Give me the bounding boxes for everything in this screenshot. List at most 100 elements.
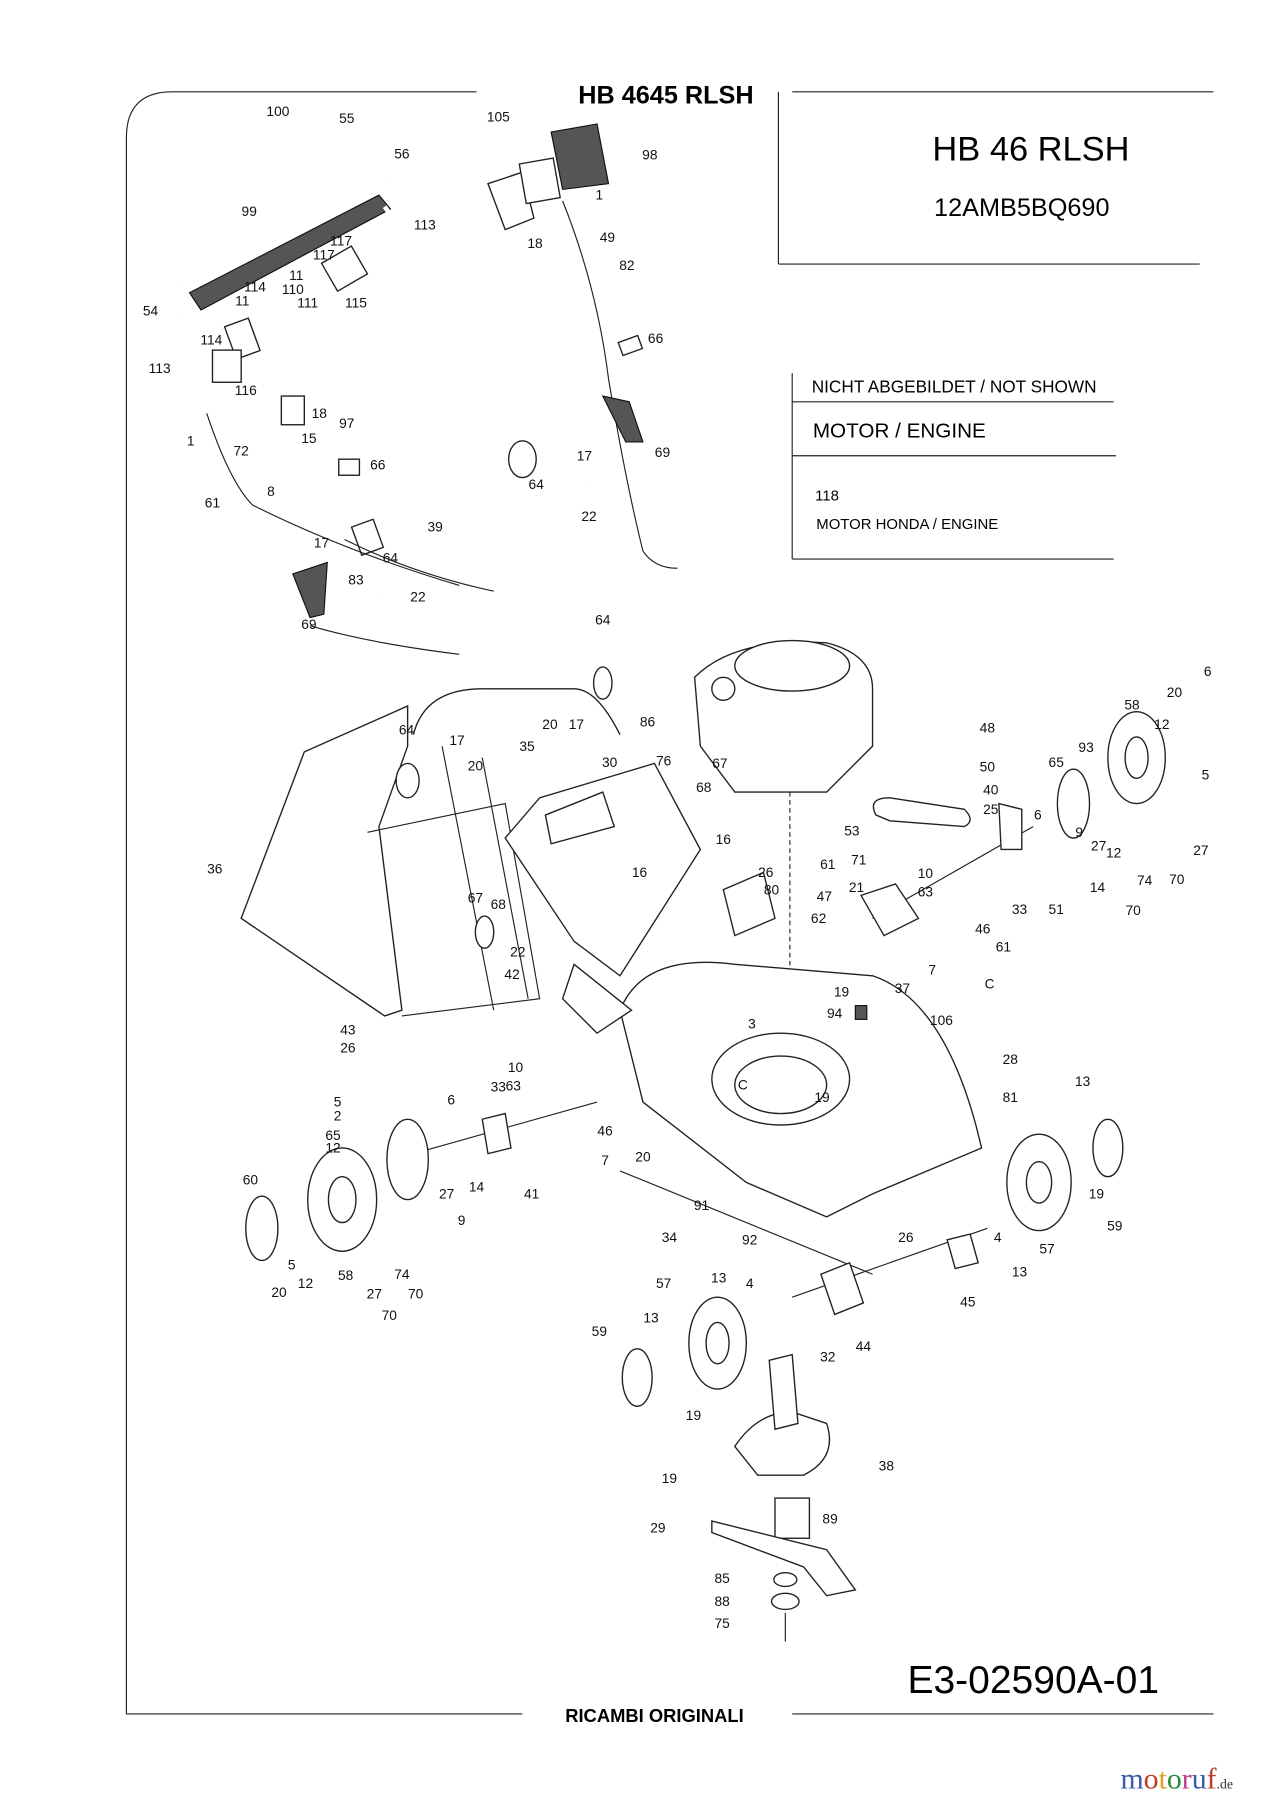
part-number-label: 45 — [960, 1294, 976, 1309]
part-number-label: 106 — [930, 1013, 953, 1028]
part-number-label: 8 — [267, 484, 275, 499]
part-number-label: 63 — [506, 1079, 522, 1094]
wheel-rear-left — [245, 1118, 429, 1262]
part-number-label: 99 — [242, 204, 257, 219]
control-lever — [487, 123, 678, 569]
part-number-label: 18 — [312, 406, 328, 421]
page-frame — [125, 91, 1214, 1715]
item-number: 118 — [815, 488, 839, 505]
part-number-label: 22 — [410, 590, 425, 605]
part-number-label: 26 — [340, 1041, 356, 1056]
part-number-label: 32 — [820, 1349, 835, 1364]
part-number-label: 91 — [694, 1198, 709, 1213]
part-number-label: 65 — [325, 1128, 341, 1143]
part-number-label: 64 — [529, 477, 545, 492]
part-number-label: 18 — [527, 236, 543, 251]
part-number-label: 5 — [1202, 767, 1210, 782]
part-number-label: 13 — [643, 1310, 659, 1325]
part-number-label: 11 — [289, 268, 303, 283]
part-number-label: 117 — [313, 247, 335, 262]
part-number-label: 33 — [491, 1080, 507, 1095]
part-number-label: 26 — [758, 865, 774, 880]
part-number-label: 43 — [340, 1022, 356, 1037]
part-number-label: 117 — [330, 234, 352, 249]
part-number-label: 40 — [983, 782, 999, 797]
model-name: HB 46 RLSH — [932, 131, 1129, 169]
part-number-label: 20 — [271, 1285, 287, 1300]
part-number-label: 5 — [334, 1095, 342, 1110]
mower-deck — [561, 871, 983, 1218]
drawing-number: E3-02590A-01 — [907, 1659, 1159, 1702]
part-number-label: 20 — [1167, 685, 1183, 700]
part-number-label: 22 — [510, 944, 525, 959]
part-number-label: 7 — [601, 1153, 609, 1168]
part-number-label: 56 — [394, 146, 410, 161]
not-shown-header: NICHT ABGEBILDET / NOT SHOWN — [812, 377, 1097, 397]
part-number-label: 105 — [487, 110, 510, 125]
part-number-label: 57 — [656, 1276, 671, 1291]
part-number-label: 4 — [994, 1230, 1002, 1245]
part-number-label: 75 — [715, 1616, 731, 1631]
part-number-label: 17 — [569, 717, 584, 732]
part-number-label: 80 — [764, 882, 780, 897]
part-number-label: 16 — [716, 832, 732, 847]
part-number-label: 82 — [619, 258, 634, 273]
part-number-label: 66 — [648, 331, 664, 346]
part-number-label: 61 — [996, 940, 1011, 955]
part-number-label: 1 — [596, 188, 604, 203]
part-number-label: 15 — [301, 431, 317, 446]
part-number-label: 33 — [1012, 902, 1028, 917]
part-number-label: 111 — [297, 296, 318, 311]
part-number-label: 67 — [712, 756, 727, 771]
watermark-logo: motoruf.de — [1120, 1763, 1233, 1796]
part-number-label: 49 — [600, 230, 615, 245]
part-number-label: 55 — [339, 111, 355, 126]
grass-catcher — [240, 666, 621, 1017]
part-number-label: 27 — [439, 1186, 454, 1201]
part-number-label: 9 — [1075, 825, 1083, 840]
part-number-label: 59 — [592, 1324, 607, 1339]
part-number-label: 13 — [711, 1270, 727, 1285]
part-number-label: 1 — [187, 433, 195, 448]
part-number-label: 97 — [339, 416, 354, 431]
part-number-label: 114 — [200, 332, 222, 347]
part-number-label: 100 — [266, 104, 289, 119]
part-number-label: 83 — [348, 572, 364, 587]
part-number-label: 65 — [1049, 755, 1065, 770]
model-box: HB 46 RLSH 12AMB5BQ690 — [777, 91, 1200, 265]
part-number-label: 94 — [827, 1006, 843, 1021]
part-number-label: 57 — [1039, 1242, 1054, 1257]
part-number-label: 37 — [895, 981, 910, 996]
part-number-label: 19 — [686, 1408, 701, 1423]
not-shown-table: NICHT ABGEBILDET / NOT SHOWN MOTOR / ENG… — [791, 373, 1116, 560]
part-number-label: 12 — [1106, 846, 1121, 861]
part-number-label: 6 — [447, 1092, 455, 1107]
blade-assembly — [711, 1353, 857, 1642]
part-number-label: 6 — [1204, 664, 1212, 679]
part-number-label: 88 — [715, 1594, 731, 1609]
part-number-label: 92 — [742, 1232, 757, 1247]
part-number-label: C — [738, 1077, 748, 1092]
part-number-label: 13 — [1075, 1074, 1091, 1089]
part-number-label: 2 — [334, 1108, 342, 1123]
part-number-label: 60 — [243, 1173, 259, 1188]
part-number-label: 14 — [469, 1180, 485, 1195]
part-number-label: 34 — [662, 1230, 678, 1245]
part-number-label: 17 — [577, 448, 592, 463]
part-number-label: 38 — [879, 1459, 895, 1474]
part-number-label: 26 — [898, 1230, 914, 1245]
part-number-label: 30 — [602, 755, 618, 770]
engine — [693, 639, 874, 988]
part-number-label: 69 — [301, 617, 316, 632]
bag-frame-cover — [504, 762, 702, 977]
part-number-label: 110 — [282, 282, 304, 297]
part-number-label: 50 — [980, 759, 996, 774]
part-number-label: 70 — [1169, 872, 1185, 887]
part-number-label: 29 — [650, 1521, 665, 1536]
part-number-label: 46 — [975, 921, 991, 936]
part-number-label: 115 — [345, 296, 367, 311]
part-number-label: 54 — [143, 304, 159, 319]
part-number-label: 19 — [662, 1471, 677, 1486]
part-number-label: 69 — [655, 445, 670, 460]
part-number-label: 58 — [1124, 697, 1140, 712]
